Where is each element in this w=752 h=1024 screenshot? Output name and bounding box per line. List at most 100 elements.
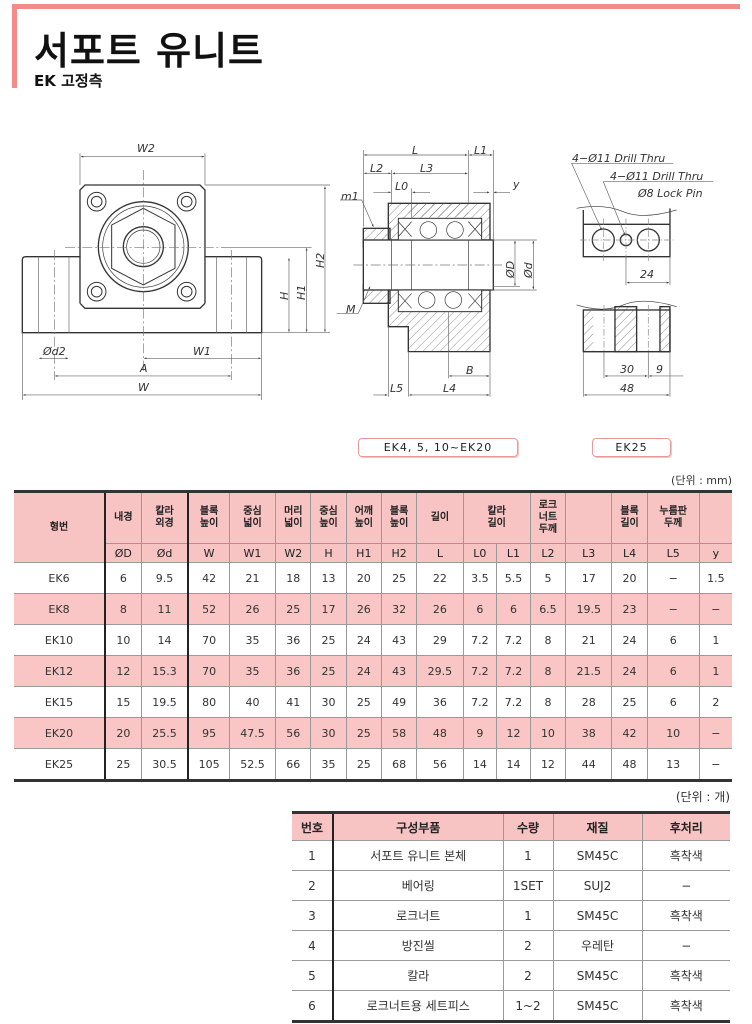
parts-cell: 1SET: [502, 870, 554, 901]
value-cell: 24: [345, 655, 382, 687]
value-cell: 35: [228, 655, 277, 687]
value-cell: 24: [611, 655, 648, 687]
value-cell: 7.2: [462, 655, 498, 687]
value-cell: 22: [416, 562, 464, 594]
dim-d2: Ød2: [42, 345, 66, 358]
header-symbol: Ød: [140, 543, 190, 563]
value-cell: 48: [611, 748, 648, 781]
value-cell: 48: [416, 717, 464, 749]
value-cell: 17: [310, 593, 347, 625]
header-accent-side: [12, 4, 17, 88]
dim-l: L: [412, 144, 418, 157]
value-cell: 1: [698, 655, 732, 687]
label-m: M: [346, 303, 356, 316]
value-cell: 12: [529, 748, 567, 781]
value-cell: 24: [611, 624, 648, 656]
dim-w2: W2: [137, 142, 155, 155]
parts-cell: 3: [292, 900, 334, 931]
value-cell: 43: [380, 655, 418, 687]
dim-l2: L2: [370, 162, 383, 175]
parts-cell: SUJ2: [552, 870, 643, 901]
model-cell: EK15: [14, 686, 106, 718]
value-cell: 1: [698, 624, 732, 656]
value-cell: 14: [496, 748, 531, 781]
value-cell: 25: [611, 686, 648, 718]
value-cell: 7.2: [462, 624, 498, 656]
value-cell: 6: [462, 593, 498, 625]
value-cell: 95: [187, 717, 230, 749]
value-cell: 105: [187, 748, 230, 781]
value-cell: 7.2: [462, 686, 498, 718]
header-symbol: H: [310, 543, 347, 563]
header-label: 중심 넓이: [228, 491, 277, 544]
value-cell: 8: [529, 624, 567, 656]
dim-outer-diameter: ØD: [504, 261, 517, 279]
value-cell: 42: [611, 717, 648, 749]
parts-cell: 2: [502, 930, 554, 961]
value-cell: −: [698, 748, 732, 781]
value-cell: 25: [104, 748, 142, 781]
model-cell: EK12: [14, 655, 106, 687]
value-cell: 20: [104, 717, 142, 749]
parts-cell: 4: [292, 930, 334, 961]
value-cell: 25: [275, 593, 312, 625]
value-cell: 30.5: [140, 748, 190, 781]
header-label: 칼라 길이: [462, 491, 531, 544]
header-label: [565, 491, 613, 544]
front-view-drawing: [21, 153, 330, 400]
header-symbol: L: [416, 543, 464, 563]
header-symbol: W: [187, 543, 230, 563]
value-cell: 6: [646, 624, 700, 656]
value-cell: 21: [565, 624, 613, 656]
value-cell: 29: [416, 624, 464, 656]
header-symbol: W2: [275, 543, 312, 563]
value-cell: 6: [646, 686, 700, 718]
header-symbol: L4: [611, 543, 648, 563]
parts-cell: 로크너트용 세트피스: [332, 990, 504, 1022]
value-cell: 38: [565, 717, 613, 749]
parts-cell: −: [641, 930, 730, 961]
header-symbol: L1: [496, 543, 531, 563]
spec-unit-label: (단위 : mm): [671, 474, 732, 487]
dim-30: 30: [620, 363, 634, 376]
value-cell: 11: [140, 593, 190, 625]
header-symbol: y: [698, 543, 732, 563]
value-cell: −: [646, 562, 700, 594]
value-cell: 25: [345, 686, 382, 718]
parts-header-cell: 수량: [502, 812, 554, 841]
value-cell: −: [698, 593, 732, 625]
parts-header-cell: 구성부품: [332, 812, 504, 841]
value-cell: 10: [529, 717, 567, 749]
value-cell: 56: [416, 748, 464, 781]
parts-cell: 1~2: [502, 990, 554, 1022]
value-cell: 12: [496, 717, 531, 749]
parts-cell: 방진씰: [332, 930, 504, 961]
header-label: 블록 길이: [611, 491, 648, 544]
parts-cell: 흑착색: [641, 960, 730, 991]
value-cell: 15: [104, 686, 142, 718]
value-cell: 25: [345, 748, 382, 781]
value-cell: 43: [380, 624, 418, 656]
header-symbol: H1: [345, 543, 382, 563]
value-cell: 44: [565, 748, 613, 781]
dim-l4: L4: [443, 382, 456, 395]
parts-cell: 2: [292, 870, 334, 901]
parts-header-cell: 재질: [552, 812, 643, 841]
model-cell: EK25: [14, 748, 106, 781]
dim-l3: L3: [420, 162, 433, 175]
header-label: 머리 넓이: [275, 491, 312, 544]
model-cell: EK20: [14, 717, 106, 749]
value-cell: 15.3: [140, 655, 190, 687]
value-cell: 10: [646, 717, 700, 749]
